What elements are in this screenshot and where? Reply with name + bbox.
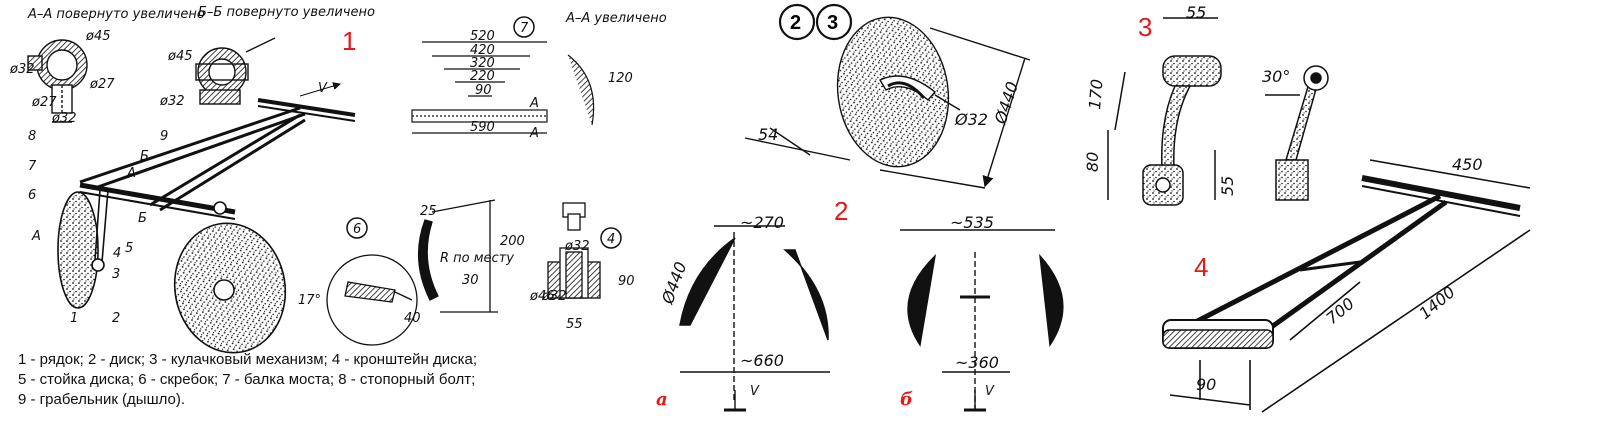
label-5: 5 <box>125 241 133 256</box>
variant-a <box>679 225 830 412</box>
variant-b <box>900 229 1064 412</box>
beam-dim-520: 520 <box>470 29 495 44</box>
beam-dim-90: 90 <box>475 83 492 98</box>
beam-title: А–А увеличено <box>565 11 667 26</box>
label-3: 3 <box>112 267 120 282</box>
scraper-d30: 30 <box>462 273 479 288</box>
section-bb-detail <box>195 37 276 105</box>
fig2-d54: 54 <box>758 125 778 144</box>
fig3-d55top: 55 <box>1186 3 1206 22</box>
beam-detail <box>411 41 595 134</box>
fig4-d700: 700 <box>1322 294 1358 328</box>
fig2a-dia: Ø440 <box>658 259 691 307</box>
disc-drawing <box>744 16 1031 189</box>
caption-line-3: 9 - грабельник (дышло). <box>18 391 186 408</box>
fig2a-letter: а <box>656 389 668 410</box>
label-4: 4 <box>113 246 121 261</box>
label-9: 9 <box>160 129 168 144</box>
fig2b-bottom: ~360 <box>955 353 999 372</box>
fig2-number: 2 <box>834 196 848 226</box>
dim-d32c: ø32 <box>159 94 185 109</box>
fig1-number: 1 <box>342 26 356 56</box>
fig2-d440: Ø440 <box>990 79 1022 127</box>
rake-assembly <box>57 98 356 354</box>
scraper-angle: 17° <box>298 293 321 308</box>
label-7: 7 <box>28 159 37 174</box>
figure-4: 4 450 1400 700 90 <box>1162 155 1531 413</box>
beam-dim-220: 220 <box>470 69 495 84</box>
dim-d27a: ø27 <box>89 77 115 92</box>
bracket-d32b: ø32 <box>541 289 567 304</box>
letter-a2: А <box>126 166 136 181</box>
fig2-d32: Ø32 <box>954 110 988 129</box>
dim-d45a: ø45 <box>85 29 111 44</box>
fig2b-letter: б <box>900 389 913 410</box>
letter-b: Б <box>140 149 149 164</box>
scraper-d25: 25 <box>420 204 437 219</box>
fig1-caption: 1 - рядок; 2 - диск; 3 - кулачковый меха… <box>18 350 618 410</box>
label-6: 6 <box>28 188 36 203</box>
beam-circle: 7 <box>520 21 529 36</box>
dim-d32b: ø32 <box>51 111 77 126</box>
figure-1: 1 А–А повернуто увеличено ø45 ø32 ø27 ø2… <box>9 5 667 354</box>
fig2a-v: V <box>750 384 760 399</box>
fig3-angle: 30° <box>1262 67 1290 86</box>
fig1-v: V <box>318 81 328 96</box>
scraper-d200: 200 <box>500 234 525 249</box>
bracket-detail <box>547 202 601 299</box>
bracket-d32: ø32 <box>564 239 590 254</box>
figure-3: 3 55 170 80 55 30° <box>1083 3 1329 206</box>
label-8: 8 <box>28 129 36 144</box>
label-1: 1 <box>70 311 78 326</box>
fig4-d450: 450 <box>1452 155 1483 174</box>
fig4-d1400: 1400 <box>1415 282 1458 323</box>
section-aa-detail <box>27 39 88 123</box>
label-2: 2 <box>112 311 120 326</box>
fig2b-v: V <box>985 384 995 399</box>
fig3-number: 3 <box>1138 12 1152 42</box>
section-aa-title: А–А повернуто увеличено <box>27 7 205 22</box>
scraper-along: R по месту <box>440 251 514 266</box>
section-bb-title: Б–Б повернуто увеличено <box>198 5 375 20</box>
fig3-d55: 55 <box>1218 176 1237 196</box>
bracket-d55: 55 <box>566 317 583 332</box>
fig2-circle-a: 2 <box>790 12 801 34</box>
fig2-circle-b: 3 <box>827 12 838 34</box>
figure-2: 2 2 3 54 Ø32 Ø440 ~270 <box>656 3 1064 412</box>
letter-b2: Б <box>138 211 147 226</box>
dim-d45b: ø45 <box>167 49 193 64</box>
fig3-d170: 170 <box>1085 78 1107 110</box>
beam-dim-320: 320 <box>470 56 495 71</box>
dim-d27b: ø27 <box>31 95 57 110</box>
letter-a: А <box>31 229 41 244</box>
fig4-d90: 90 <box>1196 375 1216 394</box>
bracket-d46: ø46 <box>529 289 555 304</box>
caption-line-1: 1 - рядок; 2 - диск; 3 - кулачковый меха… <box>18 351 478 368</box>
scraper-detail <box>326 199 498 346</box>
scraper-d40: 40 <box>404 311 421 326</box>
fig2a-top: ~270 <box>740 213 784 232</box>
caption-line-2: 5 - стойка диска; 6 - скребок; 7 - балка… <box>18 371 476 388</box>
fig2b-top: ~535 <box>950 213 994 232</box>
dim-d32a: ø32 <box>9 62 35 77</box>
fig4-number: 4 <box>1194 252 1208 282</box>
beam-dim-420: 420 <box>470 43 495 58</box>
drawbar-drawing <box>1162 159 1531 413</box>
bracket-circle: 4 <box>607 232 615 247</box>
cam-stand-drawing <box>1107 17 1329 206</box>
beam-sec-a2: А <box>529 126 539 141</box>
fig3-d80: 80 <box>1083 152 1102 172</box>
fig2a-bottom: ~660 <box>740 351 784 370</box>
beam-angle: 120 <box>608 71 633 86</box>
beam-dim-590: 590 <box>470 120 495 135</box>
beam-sec-a: А <box>529 96 539 111</box>
scraper-circle: 6 <box>353 222 361 237</box>
bracket-d90: 90 <box>618 274 635 289</box>
